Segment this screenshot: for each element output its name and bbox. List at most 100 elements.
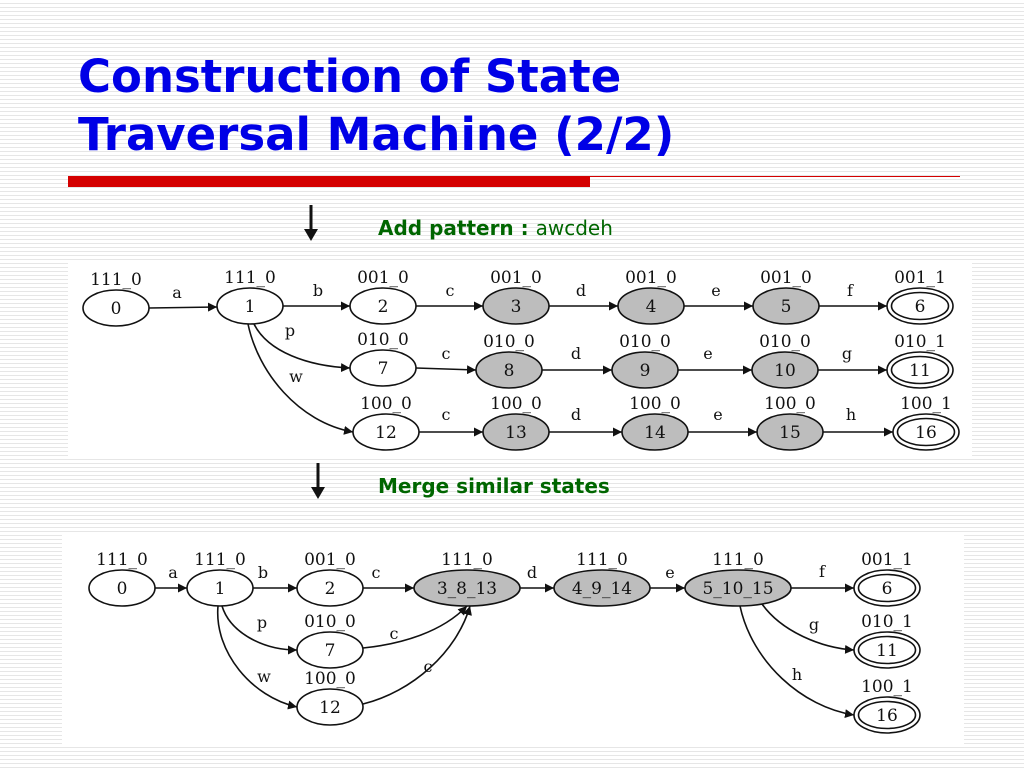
state-label: 16 [915, 423, 937, 443]
transition-label: d [571, 344, 581, 363]
state-node-0: 0 111_0 [88, 550, 156, 607]
transition-label: c [424, 657, 433, 676]
transition-12-to-13: c [419, 405, 483, 437]
transition-label: c [372, 563, 381, 582]
step-add-pattern-label: Add pattern : [378, 216, 536, 240]
down-arrow-icon [304, 205, 318, 241]
state-output-tag: 111_0 [224, 268, 276, 288]
state-node-2: 2 001_0 [296, 550, 364, 607]
state-output-tag: 100_0 [304, 669, 356, 689]
down-arrow-icon [311, 463, 325, 499]
state-label: 6 [915, 297, 926, 317]
transition-8-to-9: d [542, 344, 612, 375]
transition-label: b [313, 281, 323, 300]
state-label: 11 [876, 641, 898, 661]
state-label: 5_10_15 [702, 579, 773, 599]
title-line-1: Construction of State [78, 50, 622, 103]
transition-1-to-7: p [253, 321, 351, 373]
transition-14-to-15: e [688, 405, 757, 437]
state-output-tag: 111_0 [712, 550, 764, 570]
state-label: 13 [505, 423, 527, 443]
step-merge-states: Merge similar states [378, 474, 610, 498]
state-output-tag: 001_0 [490, 268, 542, 288]
state-output-tag: 010_1 [861, 612, 913, 632]
transition-label: g [842, 344, 852, 363]
state-output-tag: 111_0 [90, 270, 142, 290]
transition-label: e [665, 563, 674, 582]
slide-title: Construction of State Traversal Machine … [78, 48, 674, 164]
state-label: 3 [511, 297, 522, 317]
state-output-tag: 111_0 [96, 550, 148, 570]
state-label: 2 [378, 297, 389, 317]
state-output-tag: 001_0 [304, 550, 356, 570]
transition-label: e [703, 344, 712, 363]
state-label: 0 [117, 579, 128, 599]
state-output-tag: 001_0 [760, 268, 812, 288]
transition-7-to-8: c [415, 344, 477, 375]
title-rule-thin [590, 176, 960, 177]
pattern-value: awcdeh [535, 216, 613, 240]
state-output-tag: 010_1 [894, 332, 946, 352]
state-output-tag: 100_0 [360, 394, 412, 414]
state-output-tag: 010_0 [357, 330, 409, 350]
state-output-tag: 001_1 [861, 550, 913, 570]
state-label: 6 [882, 579, 893, 599]
transition-label: a [168, 563, 178, 582]
transition-label: d [576, 281, 586, 300]
transition-label: p [285, 321, 295, 340]
state-label: 9 [640, 361, 651, 381]
state-label: 8 [504, 361, 515, 381]
state-output-tag: 100_0 [764, 394, 816, 414]
title-rule-thick [68, 176, 590, 187]
transition-label: p [257, 613, 267, 632]
state-label: 15 [779, 423, 801, 443]
transition-label: g [809, 615, 819, 634]
transition-label: h [846, 405, 856, 424]
transition-4-to-5: e [684, 281, 753, 311]
transition-5-10-15-to-11: g [761, 603, 855, 654]
transition-10-to-11: g [818, 344, 887, 375]
state-label: 12 [319, 698, 341, 718]
transition-label: c [446, 281, 455, 300]
state-label: 14 [644, 423, 666, 443]
state-label: 2 [325, 579, 336, 599]
state-output-tag: 001_0 [357, 268, 409, 288]
state-label: 1 [215, 579, 226, 599]
transition-label: e [711, 281, 720, 300]
state-label: 1 [245, 297, 256, 317]
state-node-6: 6 001_1 [853, 550, 921, 607]
state-output-tag: 010_0 [759, 332, 811, 352]
transition-0-to-1: a [148, 283, 218, 312]
state-output-tag: 100_1 [900, 394, 952, 414]
state-node-7: 7 010_0 [349, 330, 417, 387]
transition-label: d [527, 563, 537, 582]
transition-label: w [289, 367, 303, 386]
transition-12-to-3-8-13: c [362, 605, 472, 705]
state-label: 7 [378, 359, 389, 379]
transition-1-to-12: w [217, 605, 298, 710]
state-output-tag: 111_0 [194, 550, 246, 570]
transition-7-to-3-8-13: c [362, 605, 468, 649]
state-output-tag: 001_0 [625, 268, 677, 288]
transition-label: e [713, 405, 722, 424]
transition-0-to-1: a [155, 563, 187, 593]
state-output-tag: 010_0 [619, 332, 671, 352]
transition-1-to-2: b [253, 563, 297, 593]
state-output-tag: 111_0 [576, 550, 628, 570]
state-output-tag: 100_1 [861, 677, 913, 697]
transition-1-to-12: w [247, 323, 354, 435]
state-node-1: 1 111_0 [216, 268, 284, 325]
transition-5-to-6: f [819, 281, 887, 311]
transition-15-to-16: h [823, 405, 893, 437]
